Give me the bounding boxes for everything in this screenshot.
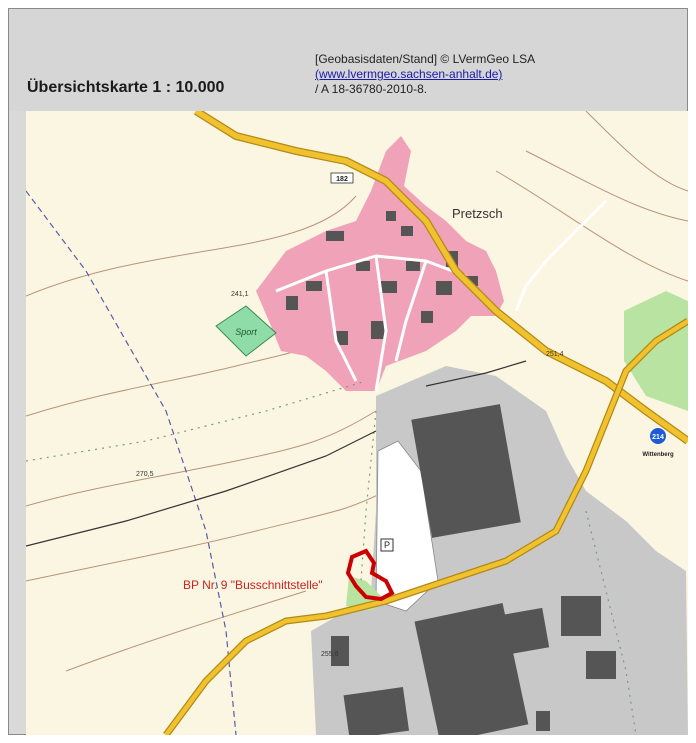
map-title: Übersichtskarte 1 : 10.000 [27,79,225,96]
attribution: [Geobasisdaten/Stand] © LVermGeo LSA (ww… [315,52,535,97]
topographic-map[interactable]: 214 Wittenberg 182 P Pretzsch Sport BP N… [26,111,688,735]
map-frame: [Geobasisdaten/Stand] © LVermGeo LSA (ww… [8,8,688,735]
parking-label: P [384,540,390,550]
main-road-north-fill [194,111,688,444]
rail-line-2 [425,360,527,387]
boundary-line [26,190,237,735]
elevation-label-4: 255,6 [321,651,339,658]
plan-area-label: BP Nr. 9 "Busschnittstelle" [183,578,323,592]
elevation-label-2: 251,4 [546,351,564,358]
elevation-label-1: 241,1 [231,291,249,298]
main-road-south-fill [164,319,688,735]
sport-label: Sport [235,327,257,337]
road-number-label: 182 [336,176,348,183]
route-place-label: Wittenberg [642,452,674,458]
sport-field [215,305,277,357]
parking-sign [380,538,394,552]
dotted-paths [26,380,637,735]
contour-lines [26,111,688,672]
attribution-link[interactable]: (www.lvermgeo.sachsen-anhalt.de) [315,67,503,81]
route-shield: 214 Wittenberg [642,428,674,458]
road-number-badge [330,172,354,184]
green-area [624,291,688,411]
plan-area-outline [345,548,395,602]
attribution-line-1: [Geobasisdaten/Stand] © LVermGeo LSA [315,52,536,66]
settlement-area [256,136,504,391]
map-header: [Geobasisdaten/Stand] © LVermGeo LSA (ww… [9,9,687,111]
town-label: Pretzsch [452,206,503,221]
rail-line [26,430,377,547]
route-shield-number: 214 [652,434,664,441]
minor-roads [275,199,608,392]
elevation-label-3: 270,5 [136,471,154,478]
attribution-line-3: / A 18-36780-2010-8. [315,82,428,96]
buildings [286,211,616,735]
